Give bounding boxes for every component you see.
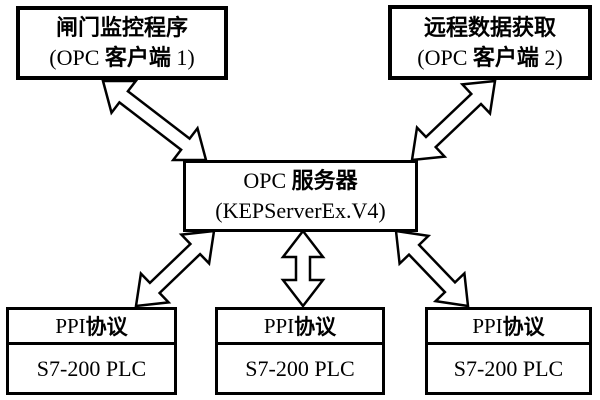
plc-1-protocol-label: PPI 协议: [9, 310, 174, 345]
node-gate-monitor-client: 闸门监控程序 (OPC 客户端 1): [16, 6, 228, 80]
remote-data-subtitle: (OPC 客户端 2): [417, 44, 563, 70]
arrow-server-plc3: [394, 229, 470, 308]
plc-3-device-label: S7-200 PLC: [453, 355, 564, 381]
plc-3-protocol-label: PPI 协议: [428, 310, 589, 345]
node-remote-data-client: 远程数据获取 (OPC 客户端 2): [388, 5, 592, 80]
opc-server-subtitle: (KEPServerEx.V4): [215, 198, 386, 223]
plc-2-protocol-label: PPI 协议: [218, 310, 382, 345]
plc-1-device-label: S7-200 PLC: [36, 355, 147, 381]
node-plc-1: PPI 协议 S7-200 PLC: [6, 307, 177, 395]
arrow-client1-server: [101, 79, 208, 162]
gate-monitor-subtitle: (OPC 客户端 1): [49, 45, 195, 70]
plc-2-device-label: S7-200 PLC: [245, 355, 355, 381]
node-plc-2: PPI 协议 S7-200 PLC: [215, 307, 385, 395]
node-opc-server: OPC 服务器 (KEPServerEx.V4): [183, 160, 418, 232]
arrow-server-plc2: [280, 228, 326, 309]
opc-server-title: OPC 服务器: [243, 168, 358, 193]
arrow-client2-server: [410, 79, 497, 162]
remote-data-title: 远程数据获取: [423, 14, 556, 40]
arrow-server-plc1: [134, 229, 216, 308]
gate-monitor-title: 闸门监控程序: [55, 15, 188, 40]
node-plc-3: PPI 协议 S7-200 PLC: [425, 307, 592, 395]
